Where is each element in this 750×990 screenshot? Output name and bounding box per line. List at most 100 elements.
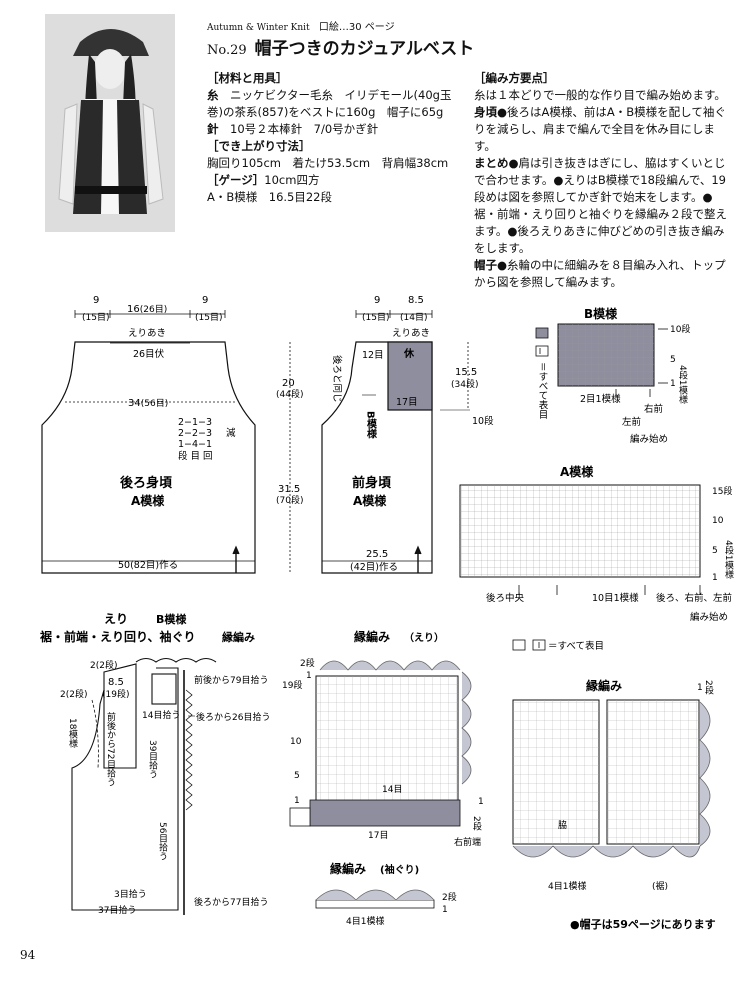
finish-text: 肩は引き抜きはぎにし、脇はすくいとじで合わせます。●えりはB模様で18段編んで、… <box>474 156 727 255</box>
front-hem-s: (42目)作る <box>350 561 398 573</box>
collar-w85: 8.5 <box>108 677 124 688</box>
front-rows10: 10段 <box>472 415 494 427</box>
needle-line: 針 10号２本棒針 7/0号かぎ針 <box>207 121 457 138</box>
back-w2: 16(26目) <box>127 304 167 315</box>
howto-finish: まとめ●肩は引き抜きはぎにし、脇はすくいとじで合わせます。●えりはB模様で18段… <box>474 155 732 257</box>
edging-title-b: 縁編み <box>222 630 255 644</box>
b-chart-repeat: 2目1模様 <box>580 393 621 405</box>
edge-collar-r19: 19段 <box>282 679 302 691</box>
a-chart-center: 後ろ中央 <box>486 592 525 604</box>
model-photo-illustration <box>45 14 175 232</box>
front-w2: 8.5 <box>408 295 424 306</box>
front-title: 前身頃 <box>352 475 392 491</box>
collar-back77: 後ろから77目拾う <box>194 896 268 908</box>
back-dec-label: 減 <box>226 427 236 439</box>
a-chart-r1: 1 <box>712 573 718 583</box>
b-chart-start: 編み始め <box>630 433 668 445</box>
collar-r18: 18模様 <box>67 718 78 747</box>
edge-hem-chart <box>512 699 711 858</box>
a-chart-sides: 後ろ、右前、左前 <box>656 592 732 604</box>
hat-label: 帽子● <box>474 258 508 272</box>
b-chart-title: B模様 <box>584 306 618 321</box>
edge-collar-c1: 1 <box>478 797 484 807</box>
size-heading: ［でき上がり寸法］ <box>207 139 311 153</box>
hat-text: 糸輪の中に細編みを８目編み入れ、トップから図を参照して編みます。 <box>474 258 726 289</box>
body-text: 後ろはA模様、前はA・B模様を配して袖ぐりを減らし、肩まで編んで全目を休み目にし… <box>474 105 726 153</box>
howto-hat: 帽子●糸輪の中に細編みを８目編み入れ、トップから図を参照して編みます。 <box>474 257 732 291</box>
hat-note: ●帽子は59ページにあります <box>570 917 716 931</box>
back-neck: えりあき <box>128 328 166 339</box>
front-w1s: (15目) <box>362 312 389 323</box>
header-small: Autumn & Winter Knit 口絵…30 ページ <box>207 18 395 33</box>
photo-ref: 口絵…30 ページ <box>318 22 395 33</box>
back-h2s: (70段) <box>276 494 303 506</box>
needle-label: 針 <box>207 122 219 136</box>
howto-heading: ［編み方要点］ <box>474 71 555 85</box>
front-pattern: A模様 <box>353 493 387 508</box>
gauge-line: ［ゲージ］10cm四方 <box>207 172 457 189</box>
a-chart-r5: 5 <box>712 546 718 556</box>
edge-sleeve-r1: 1 <box>442 905 448 915</box>
subtitle-en: Autumn & Winter Knit <box>207 23 310 33</box>
collar-r2a: 2(2段) <box>90 659 117 671</box>
back-w1s: (15目) <box>82 312 109 323</box>
edge-collar-chart <box>289 660 472 827</box>
yarn-line: 糸 ニッケビクター毛糸 イリデモール(40g玉巻)の茶系(857)をベストに16… <box>207 87 457 121</box>
edge-collar-r14: 14目 <box>382 784 402 795</box>
edge-hem-repeat: 4目1模様 <box>548 880 586 892</box>
back-body-diagram <box>41 310 291 574</box>
collar-title: えり <box>104 612 128 626</box>
back-w3: 9 <box>202 295 208 306</box>
edge-collar-sub: （えり） <box>404 631 444 644</box>
edge-collar-r10: 10 <box>290 737 302 747</box>
front-side-a: 後ろと同じ <box>331 355 343 403</box>
front-hs: (34段) <box>451 378 478 390</box>
front-h: 15.5 <box>455 367 477 378</box>
edge-hem-legend <box>512 639 546 651</box>
b-chart <box>535 323 668 397</box>
yarn-label: 糸 <box>207 88 219 102</box>
a-chart-r15: 15段 <box>712 485 732 497</box>
front-w1: 9 <box>374 295 380 306</box>
edge-collar-r5: 5 <box>294 771 300 781</box>
b-chart-left: 左前 <box>622 416 641 428</box>
front-body-diagram <box>321 310 470 574</box>
front-st12: 12目 <box>362 350 384 361</box>
collar-fb72: 前後から72目拾う <box>105 711 116 787</box>
gauge-unit: 10cm四方 <box>264 173 320 187</box>
collar-st14: 14目拾う <box>142 709 180 721</box>
back-dec1: 2−1−3 <box>178 417 212 428</box>
b-chart-legend: ＝すべて表目 <box>537 362 549 419</box>
edge-hem-r1: 1 <box>697 683 703 693</box>
collar-st39: 39目拾う <box>147 740 158 778</box>
collar-pick79: 前後から79目拾う <box>194 674 268 686</box>
a-chart-start: 編み始め <box>690 611 728 623</box>
a-chart-title: A模様 <box>560 464 594 479</box>
item-number: No.29 <box>207 43 247 58</box>
howto-body: 身頃●後ろはA模様、前はA・B模様を配して袖ぐりを減らし、肩まで編んで全目を休み… <box>474 104 732 155</box>
yarn-text: ニッケビクター毛糸 イリデモール(40g玉巻)の茶系(857)をベストに160g… <box>207 88 452 119</box>
edge-hem-side: 脇 <box>558 820 567 831</box>
item-title: 帽子つきのカジュアルベスト <box>254 39 475 59</box>
back-neck-st: 26目伏 <box>133 348 165 360</box>
gauge-text: A・B模様 16.5目22段 <box>207 190 332 204</box>
back-w3s: (15目) <box>195 312 222 323</box>
model-photo <box>45 14 175 232</box>
back-dec3: 1−4−1 <box>178 439 212 450</box>
b-chart-r1: 1 <box>670 379 676 389</box>
edge-collar-title: 縁編み <box>354 629 390 644</box>
edge-hem-legend: ＝すべて表目 <box>548 640 604 652</box>
finish-label: まとめ● <box>474 156 519 170</box>
b-chart-r4: 4段1模様 <box>677 365 688 403</box>
edge-hem-title: 縁編み <box>586 678 622 693</box>
gauge-heading: ［ゲージ］ <box>207 173 265 187</box>
back-pattern: A模様 <box>131 493 165 508</box>
front-b-pattern: B模様 <box>365 411 377 439</box>
back-dec2: 2−2−3 <box>178 428 212 439</box>
howto-section: ［編み方要点］ 糸は１本どりで一般的な作り目で編み始めます。 身頃●後ろはA模様… <box>474 70 732 291</box>
page-title: No.29 帽子つきのカジュアルベスト <box>207 34 474 59</box>
edge-collar-front: 右前端 <box>454 836 481 848</box>
size-text: 胸回り105cm 着たけ53.5cm 背肩幅38cm <box>207 156 449 170</box>
collar-back26: 後ろから26目拾う <box>196 711 270 723</box>
